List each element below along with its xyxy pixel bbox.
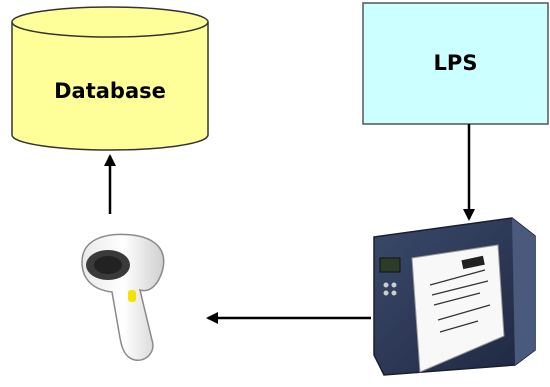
database-node xyxy=(11,6,209,151)
database-label: Database xyxy=(54,79,166,103)
lps-label: LPS xyxy=(433,51,478,75)
label-printer-icon xyxy=(373,217,536,376)
barcode-scanner-icon xyxy=(81,233,165,361)
lps-node xyxy=(362,2,549,125)
